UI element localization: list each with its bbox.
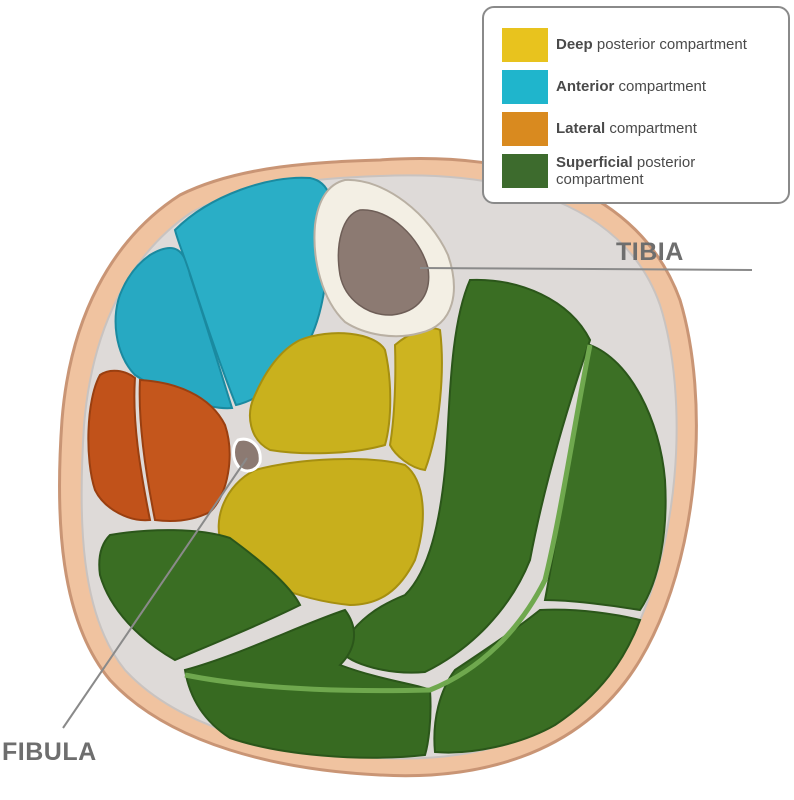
legend-swatch-superficial-posterior (502, 154, 548, 188)
legend-label-rest: posterior compartment (592, 36, 747, 53)
legend-label-bold: Superficial (556, 154, 633, 171)
legend-swatch-anterior (502, 70, 548, 104)
legend-label-rest: compartment (614, 78, 707, 95)
legend-swatch-deep-posterior (502, 28, 548, 62)
fibula-bone (232, 437, 262, 473)
lateral-compartment (87, 369, 231, 522)
tibia-leader-line (419, 267, 753, 271)
superficial-muscle-left (98, 529, 302, 662)
gastrocnemius-medial (433, 608, 642, 754)
legend-item-lateral: Lateral compartment (502, 112, 786, 146)
intermuscular-septum (184, 344, 593, 694)
legend-label-bold: Deep (556, 36, 593, 53)
legend-label-bold: Lateral (556, 120, 606, 137)
lateral-muscle-outer (87, 369, 152, 522)
fibula-label: FIBULA (2, 738, 97, 766)
legend-item-superficial-posterior: Superficial posterior compartment (502, 154, 786, 188)
legend-label-rest: posterior compartment (556, 154, 696, 188)
legend-item-deep-posterior: Deep posterior compartment (502, 28, 786, 62)
legend-swatch-lateral (502, 112, 548, 146)
deep-muscle-right (388, 327, 443, 472)
legend-item-anterior: Anterior compartment (502, 70, 786, 104)
legend-label-bold: Anterior (556, 78, 615, 95)
tibia-label: TIBIA (616, 238, 684, 266)
fibula-leader-line (62, 457, 248, 729)
tibia-marrow (337, 209, 430, 316)
deep-muscle-upper (249, 332, 392, 455)
legend-label-rest: compartment (605, 120, 697, 137)
superficial-posterior-compartment (98, 278, 667, 759)
tibia-bone (313, 178, 455, 338)
legend: Deep posterior compartment Anterior comp… (482, 6, 790, 204)
